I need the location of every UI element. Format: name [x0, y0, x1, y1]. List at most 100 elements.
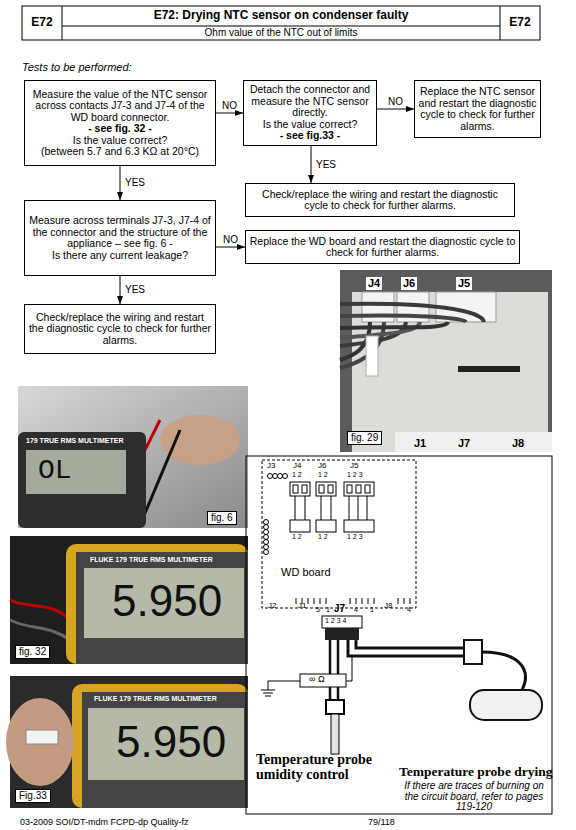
flow-arrow [216, 247, 245, 248]
edge-label: NO [388, 96, 403, 108]
probe-connector [464, 640, 482, 664]
connector-label: J5 [350, 461, 358, 470]
box-text: - see fig. 32 - [28, 123, 212, 135]
wire-bundle [340, 304, 484, 322]
pin-numbers: 1 2 [292, 533, 302, 541]
flow-arrow [120, 276, 121, 304]
connector-symbol [344, 520, 374, 532]
coil-turn [264, 530, 269, 535]
connector-symbol [290, 482, 310, 496]
multimeter-body [72, 684, 248, 808]
test-lead [268, 681, 300, 682]
process-box: Measure the value of the NTC sensor acro… [24, 80, 216, 166]
cable [348, 640, 464, 656]
connector-label: J8 [512, 437, 524, 450]
edge-label: YES [316, 159, 336, 171]
connector-label: J7 [458, 437, 470, 450]
section-heading: Tests to be performed: [22, 61, 132, 74]
coil-turn [264, 545, 269, 550]
pin-number: 4 [407, 606, 411, 614]
sensor-connector [26, 730, 58, 744]
edge-label: NO [222, 100, 237, 112]
box-text: Measure the value of the NTC sensor acro… [28, 89, 212, 124]
coil-turn [264, 525, 269, 530]
flow-arrow [216, 113, 243, 114]
edge-label: NO [223, 234, 238, 246]
connector-symbol [290, 520, 310, 532]
photo-background [340, 270, 552, 452]
multimeter-display [88, 708, 244, 780]
process-box: Replace the WD board and restart the dia… [245, 230, 520, 264]
connector-label: J1 [414, 437, 426, 450]
wire [321, 496, 331, 520]
meter-symbol [300, 674, 346, 687]
multimeter-face [76, 552, 248, 664]
cable [482, 652, 525, 690]
multimeter-body [66, 544, 248, 664]
coil-turn [264, 520, 269, 525]
connector-label: J3 [267, 461, 275, 470]
header-code: E72 [22, 16, 62, 30]
photo-background [10, 676, 248, 808]
header-divider [62, 26, 500, 27]
pin-number: 5 [316, 606, 320, 614]
connector-strip [395, 432, 552, 452]
coil-symbol [264, 474, 288, 555]
display-reading: 5.950 [112, 576, 222, 627]
page-number: 79/118 [368, 817, 395, 827]
board-outline [262, 460, 416, 608]
process-box: Replace the NTC sensor and restart the d… [414, 80, 541, 138]
box-text: Measure across terminals J7-3, J7-4 of t… [28, 215, 212, 250]
pin-numbers: 1 2 [318, 533, 328, 541]
cable [356, 640, 464, 648]
wire [295, 496, 305, 520]
header-subtitle: Ohm value of the NTC out of limits [62, 27, 500, 39]
header-divider [62, 6, 63, 40]
cable [330, 640, 338, 700]
connector-pin [293, 485, 298, 493]
pin-numbers: 1 2 3 4 [325, 617, 346, 625]
board-sticker [366, 336, 378, 376]
process-box: Detach the connector and measure the NTC… [243, 80, 377, 146]
hand [6, 698, 74, 786]
box-text: Is the value correct? [247, 119, 373, 131]
connector-pin [365, 485, 370, 493]
pin-numbers: 1 2 [292, 471, 302, 479]
coil-turn [273, 474, 278, 479]
meter-model: FLUKE 179 TRUE RMS MULTIMETER [94, 695, 217, 703]
probe-lead [10, 620, 70, 640]
process-box: Measure across terminals J7-3, J7-4 of t… [24, 200, 216, 276]
probe-lead [10, 600, 70, 620]
connector-symbol [316, 482, 336, 496]
flow-arrow [311, 146, 312, 183]
header-divider [500, 6, 501, 40]
wire-bundle [340, 315, 466, 322]
box-text: Check/replace the wiring and restart the… [28, 312, 212, 347]
connector-pin [347, 485, 352, 493]
header-code: E72 [500, 16, 540, 30]
note-text: If there are traces of burning on the ci… [398, 781, 550, 813]
probe-rod [331, 714, 339, 754]
figure-label: fig. 32 [15, 645, 50, 659]
wire-bundle [340, 322, 420, 338]
connector-label: J5 [456, 277, 472, 290]
photo-background [18, 386, 248, 528]
connector-label: J4 [366, 277, 382, 290]
flow-arrow [377, 109, 414, 110]
footer-text: 03-2009 SOI/DT-mdm FCPD-dp Quality-fz [20, 817, 189, 827]
wire [349, 496, 367, 520]
connector-label: J8 [384, 601, 392, 610]
coil-turn [264, 540, 269, 545]
pin-numbers: 1 2 3 [347, 533, 363, 541]
process-box: Check/replace the wiring and restart the… [24, 304, 216, 354]
hand [160, 415, 240, 465]
connector-pin [319, 485, 324, 493]
header-frame [22, 6, 540, 40]
figure-label: fig. 29 [347, 431, 382, 445]
coil-turn [264, 550, 269, 555]
connector-symbol [322, 616, 362, 628]
connector-label: J1 [298, 601, 306, 610]
box-text: (between 5.7 and 6.3 KΩ at 20°C) [28, 146, 212, 158]
box-text: Replace the WD board and restart the dia… [249, 236, 516, 259]
